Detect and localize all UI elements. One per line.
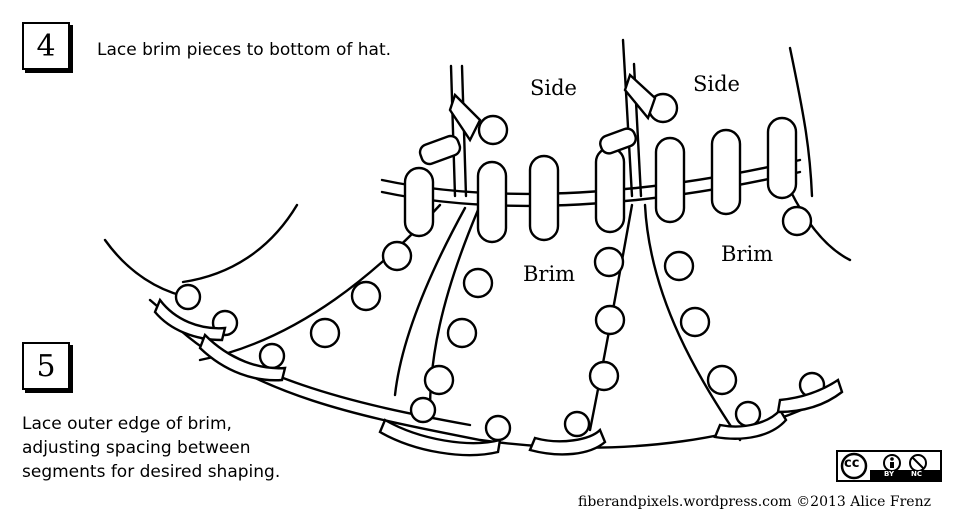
lace-twist (378, 418, 502, 457)
lace-loop (476, 160, 508, 244)
lace-knot (599, 127, 637, 155)
lace-loop (528, 154, 560, 242)
lace-twist (528, 427, 607, 456)
label-brim-center: Brim (523, 262, 576, 286)
lace-twist (713, 407, 788, 440)
lace-loop (710, 128, 742, 216)
lace-twist (198, 332, 287, 382)
lace-loop (766, 116, 798, 200)
cc-license-graphic (838, 452, 940, 480)
step-4-number: 4 (22, 22, 70, 70)
lace-twist (153, 297, 227, 342)
label-side-left: Side (530, 76, 577, 100)
side-panel-far-right (788, 46, 814, 198)
lace-loop-top (477, 114, 509, 146)
step-5-number-text: 5 (36, 348, 56, 384)
hole (309, 317, 341, 349)
label-side-right: Side (693, 72, 740, 96)
hole (588, 360, 620, 392)
hole (350, 280, 382, 312)
step-5-line-2: adjusting spacing between (22, 438, 251, 458)
hole (706, 364, 738, 396)
hole (663, 250, 695, 282)
step-5-number: 5 (22, 342, 70, 390)
side-panel-right-edge (621, 38, 634, 198)
hole (174, 283, 202, 311)
brim-right-left-edge (643, 203, 742, 442)
hole (594, 304, 626, 336)
lace-knot (418, 134, 462, 166)
hole (409, 396, 437, 424)
lace-hook (448, 92, 482, 143)
hole (734, 400, 762, 428)
label-brim-right: Brim (721, 242, 774, 266)
hole (258, 342, 286, 370)
side-panel-left-edge (449, 64, 457, 198)
hole (781, 205, 813, 237)
hat-outline-left-lower (103, 238, 185, 298)
hole (563, 410, 591, 438)
lace-loop (594, 146, 626, 234)
cc-icon: cc (844, 456, 860, 471)
lace-loop (654, 136, 686, 224)
step-5-line-3: segments for desired shaping. (22, 462, 281, 482)
lace-loop (403, 166, 435, 238)
hole (462, 267, 494, 299)
nc-icon: NC (911, 470, 922, 478)
brim-left-lower-edge (393, 206, 467, 397)
step-5-instruction: Lace outer edge of brim, adjusting spaci… (22, 412, 280, 484)
step-4-number-text: 4 (36, 28, 56, 64)
hole (593, 246, 625, 278)
attribution-credit: fiberandpixels.wordpress.com ©2013 Alice… (578, 494, 931, 510)
step-5-line-1: Lace outer edge of brim, (22, 414, 232, 434)
hat-outline-left (181, 203, 299, 284)
hole (381, 240, 413, 272)
hole (484, 414, 512, 442)
cc-license-badge: cc BY NC (836, 450, 942, 482)
lace-hook (623, 72, 657, 121)
hole (423, 364, 455, 396)
step-4-instruction: Lace brim pieces to bottom of hat. (97, 40, 392, 60)
brim-right-right-edge (788, 188, 852, 262)
lace-twist (776, 378, 844, 414)
by-icon: BY (884, 470, 895, 478)
hole (446, 317, 478, 349)
hole (679, 306, 711, 338)
